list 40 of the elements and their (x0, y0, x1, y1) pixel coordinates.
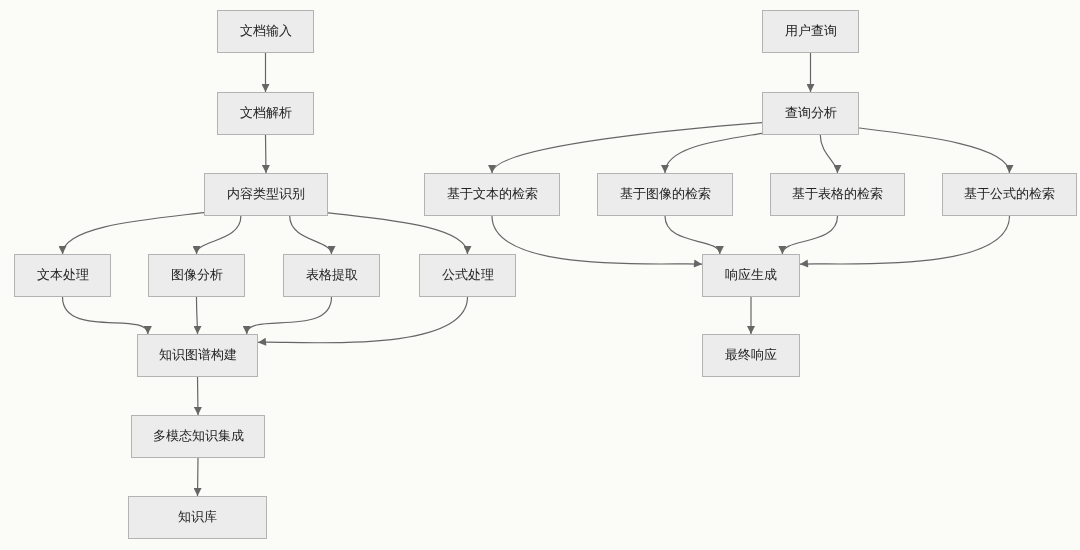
process-box: 文本处理 (14, 254, 111, 297)
arrow (193, 457, 202, 497)
process-box: 多模态知识集成 (131, 415, 265, 458)
arrow (257, 296, 469, 347)
arrow (806, 52, 815, 93)
arrow (289, 215, 334, 255)
arrow (780, 215, 839, 255)
process-box: 用户查询 (762, 10, 859, 53)
process-box: 表格提取 (283, 254, 380, 297)
arrow (60, 212, 205, 255)
arrow (819, 134, 841, 174)
process-box: 基于图像的检索 (597, 173, 733, 216)
arrow (799, 215, 1011, 268)
arrow (662, 132, 763, 174)
arrow (261, 134, 270, 174)
process-box: 基于文本的检索 (424, 173, 560, 216)
process-box: 内容类型识别 (204, 173, 328, 216)
arrow (327, 212, 470, 255)
arrow (194, 215, 242, 255)
arrow (747, 296, 755, 335)
arrow (858, 127, 1012, 174)
arrow (193, 296, 202, 335)
process-box: 知识图谱构建 (137, 334, 258, 377)
arrow (61, 296, 150, 335)
process-box: 响应生成 (702, 254, 800, 297)
process-box: 知识库 (128, 496, 267, 539)
process-box: 基于公式的检索 (942, 173, 1077, 216)
arrow (193, 376, 202, 416)
arrow (491, 215, 703, 268)
process-box: 查询分析 (762, 92, 859, 135)
process-box: 文档输入 (217, 10, 314, 53)
process-box: 基于表格的检索 (770, 173, 905, 216)
process-box: 公式处理 (419, 254, 516, 297)
arrow (261, 52, 270, 93)
process-box: 最终响应 (702, 334, 800, 377)
arrow (245, 296, 333, 335)
process-box: 图像分析 (148, 254, 245, 297)
arrow (664, 215, 722, 255)
process-box: 文档解析 (217, 92, 314, 135)
arrow (491, 122, 763, 174)
